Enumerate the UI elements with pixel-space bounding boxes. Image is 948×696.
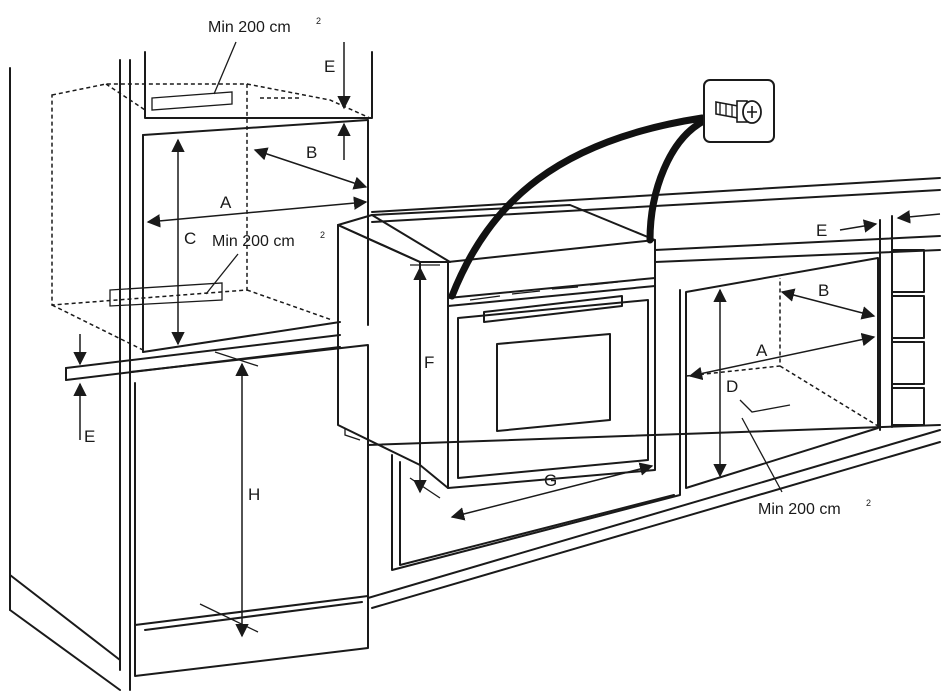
label-e-top: E bbox=[324, 57, 335, 76]
label-h: H bbox=[248, 485, 260, 504]
label-e-left: E bbox=[84, 427, 95, 446]
dimension-a-right-arrow bbox=[688, 332, 876, 381]
dimension-e-right-outer-arrow bbox=[896, 210, 941, 224]
label-d: D bbox=[726, 377, 738, 396]
vent-label-top-text: Min 200 cm bbox=[208, 19, 291, 36]
vent-label-middle-text: Min 200 cm bbox=[212, 233, 295, 250]
screw-icon bbox=[703, 79, 775, 143]
label-b-upper: B bbox=[306, 143, 317, 162]
oven bbox=[337, 204, 656, 489]
upper-niche bbox=[51, 51, 373, 353]
dimension-a-upper-arrow bbox=[146, 196, 368, 228]
label-c: C bbox=[184, 229, 196, 248]
dimension-e-right-arrow bbox=[839, 219, 878, 233]
vent-label-middle-sup: 2 bbox=[320, 230, 325, 240]
vent-label-middle: Min 200 cm 2 bbox=[212, 230, 325, 250]
mounting-cable bbox=[448, 114, 706, 300]
dimension-b-upper-arrow bbox=[253, 147, 368, 190]
left-shelf bbox=[65, 334, 341, 381]
vent-label-top: Min 200 cm 2 bbox=[208, 16, 321, 36]
left-column-cabinet bbox=[9, 59, 131, 691]
label-a-right: A bbox=[756, 341, 768, 360]
dimension-g-arrow bbox=[450, 462, 654, 521]
vent-label-right-text: Min 200 cm bbox=[758, 501, 841, 518]
vent-label-right: Min 200 cm 2 bbox=[758, 498, 871, 518]
labels: A B C E E H F G A B D E Min 200 cm 2 Min… bbox=[84, 16, 871, 518]
dimension-b-right-arrow bbox=[780, 288, 876, 320]
label-g: G bbox=[544, 471, 557, 490]
dimension-arrows bbox=[73, 41, 941, 638]
vent-label-top-sup: 2 bbox=[316, 16, 321, 26]
label-a-upper: A bbox=[220, 193, 232, 212]
label-e-right: E bbox=[816, 221, 827, 240]
vent-label-right-sup: 2 bbox=[866, 498, 871, 508]
lower-left-cabinet bbox=[129, 344, 369, 677]
oven-niche bbox=[391, 289, 681, 571]
label-f: F bbox=[424, 353, 434, 372]
label-b-right: B bbox=[818, 281, 829, 300]
